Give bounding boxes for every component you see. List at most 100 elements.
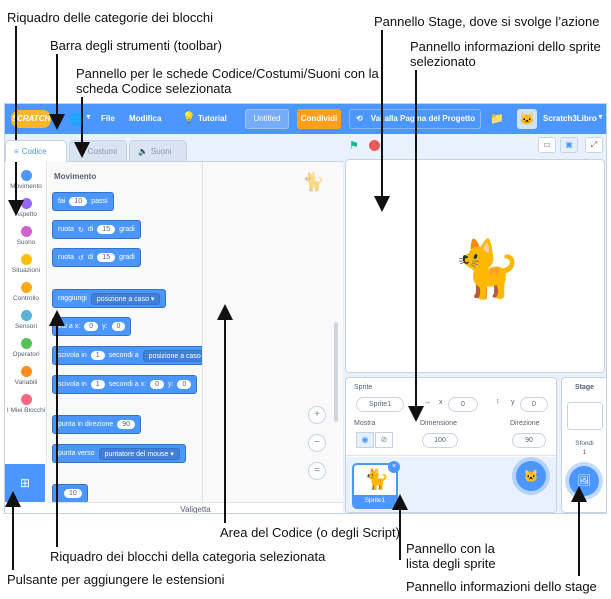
see-project-button[interactable]: ⟲Vai alla Pagina del Progetto — [349, 109, 481, 129]
category-sound[interactable]: Suono — [5, 226, 47, 246]
add-backdrop-button[interactable]: 🖼 — [569, 466, 599, 496]
zoom-reset-button[interactable]: = — [308, 462, 326, 480]
category-control[interactable]: Controllo — [5, 282, 47, 302]
sprite-label: Sprite — [354, 384, 373, 391]
fullscreen-button[interactable]: ⤢ — [585, 137, 603, 153]
zoom-in-button[interactable]: + — [308, 406, 326, 424]
sprite-name-field[interactable]: Sprite1 — [356, 397, 404, 412]
x-field[interactable]: 0 — [448, 397, 478, 412]
block-input[interactable]: 0 — [84, 322, 99, 331]
sprite-thumbnail[interactable]: 🐈 × Sprite1 — [352, 461, 400, 509]
block-input[interactable]: 1 — [90, 351, 105, 360]
normal-stage-button[interactable]: ▣ — [560, 137, 578, 153]
block-text: di — [87, 226, 94, 233]
block-input[interactable]: 10 — [69, 197, 88, 206]
category-variables[interactable]: Variabili — [5, 366, 47, 386]
cat-sprite[interactable]: 🐈 — [452, 237, 522, 300]
category-dot — [20, 198, 32, 209]
hide-eye-icon[interactable]: ⊘ — [375, 432, 393, 448]
block-input[interactable]: 0 — [150, 380, 164, 389]
block-partial[interactable]: 10 — [52, 484, 88, 502]
project-title-input[interactable]: Untitled — [245, 109, 289, 129]
username[interactable]: Scratch3Libro — [543, 114, 597, 123]
size-field[interactable]: 100 — [422, 433, 458, 448]
block-dropdown[interactable]: puntatore del mouse ▾ — [98, 447, 180, 460]
block-input[interactable]: 0 — [111, 322, 126, 331]
category-my-blocks[interactable]: I Miei Blocchi — [5, 394, 47, 414]
block-input[interactable]: 15 — [97, 225, 116, 234]
category-dot — [20, 226, 32, 237]
tab-code[interactable]: ≡Codice — [5, 140, 67, 162]
globe-icon[interactable]: 🌐 — [69, 112, 84, 126]
callout-tabs-panel-1: Pannello per le schede Codice/Costumi/Su… — [76, 66, 379, 81]
stop-icon[interactable] — [369, 140, 380, 151]
editor-tabs: ≡Codice ✎Costumi 🔈Suoni — [5, 140, 195, 162]
tab-costumes[interactable]: ✎Costumi — [69, 140, 127, 162]
block-dropdown[interactable]: posizione a caso ▾ — [142, 349, 202, 362]
category-operators[interactable]: Operatori — [5, 338, 47, 358]
block-dropdown[interactable]: posizione a caso ▾ — [90, 292, 161, 305]
category-label: Suono — [16, 239, 36, 246]
block-input[interactable]: 10 — [63, 489, 82, 498]
tab-sounds[interactable]: 🔈Suoni — [129, 140, 187, 162]
share-button[interactable]: Condividi — [297, 109, 341, 129]
delete-sprite-icon[interactable]: × — [388, 461, 400, 473]
block-text: gradi — [119, 254, 135, 261]
script-area[interactable]: 🐈 + − = — [204, 162, 343, 502]
category-events[interactable]: Situazioni — [5, 254, 47, 274]
category-motion[interactable]: Movimento — [5, 170, 47, 190]
backdrops-count: 1 — [582, 449, 587, 456]
cat-plus-icon: 🐱 — [523, 469, 539, 483]
zoom-out-button[interactable]: − — [308, 434, 326, 452]
folder-icon[interactable]: 📁 — [490, 113, 504, 125]
code-scrollbar[interactable] — [334, 322, 338, 422]
block-input[interactable]: 0 — [177, 380, 192, 389]
show-eye-icon[interactable]: ◉ — [356, 432, 374, 448]
menu-file[interactable]: File — [101, 114, 115, 123]
category-dot — [20, 282, 32, 293]
block-input[interactable]: 1 — [90, 380, 105, 389]
category-looks[interactable]: Aspetto — [5, 198, 47, 218]
category-label: Movimento — [10, 183, 42, 190]
category-label: Aspetto — [14, 211, 38, 218]
category-dot — [20, 170, 32, 181]
menu-tutorials[interactable]: Tutorial — [198, 114, 227, 123]
y-field[interactable]: 0 — [520, 397, 548, 412]
scratch-editor-window: SCRATCH 🌐 ▼ File Modifica 💡 Tutorial Unt… — [4, 103, 607, 514]
add-extension-button[interactable]: ⊞ — [5, 464, 45, 502]
callout-sprite-list-2: lista degli sprite — [406, 556, 496, 571]
scratch-logo[interactable]: SCRATCH — [11, 110, 51, 128]
category-label: I Miei Blocchi — [6, 407, 46, 414]
small-stage-button[interactable]: ▭ — [538, 137, 556, 153]
tab-costumes-label: Costumi — [87, 147, 118, 156]
add-sprite-button[interactable]: 🐱 — [516, 461, 546, 491]
green-flag-icon[interactable]: ⚑ — [349, 140, 359, 152]
direction-field[interactable]: 90 — [512, 433, 546, 448]
callout-stage-panel: Pannello Stage, dove si svolge l’azione — [374, 14, 600, 29]
block-input[interactable]: 90 — [117, 420, 136, 429]
block-text: passi — [91, 198, 108, 205]
block-text: punta in direzione — [58, 421, 114, 428]
callout-sprite-info-2: selezionato — [410, 54, 476, 69]
menu-edit[interactable]: Modifica — [129, 114, 162, 123]
block-input[interactable]: 15 — [97, 253, 116, 262]
stage-target-pane: Stage Sfondi 1 🖼 — [561, 377, 606, 513]
category-sensing[interactable]: Sensori — [5, 310, 47, 330]
lightbulb-icon[interactable]: 💡 — [182, 112, 196, 124]
stage-thumbnail[interactable] — [567, 402, 603, 430]
backpack[interactable]: Valigetta — [48, 502, 343, 513]
stage[interactable]: 🐈 — [345, 159, 605, 373]
rotate-left-icon: ↺ — [77, 254, 84, 262]
brush-icon: ✎ — [78, 147, 85, 156]
avatar[interactable]: 🐱 — [517, 109, 537, 129]
show-label: Mostra — [354, 420, 376, 427]
